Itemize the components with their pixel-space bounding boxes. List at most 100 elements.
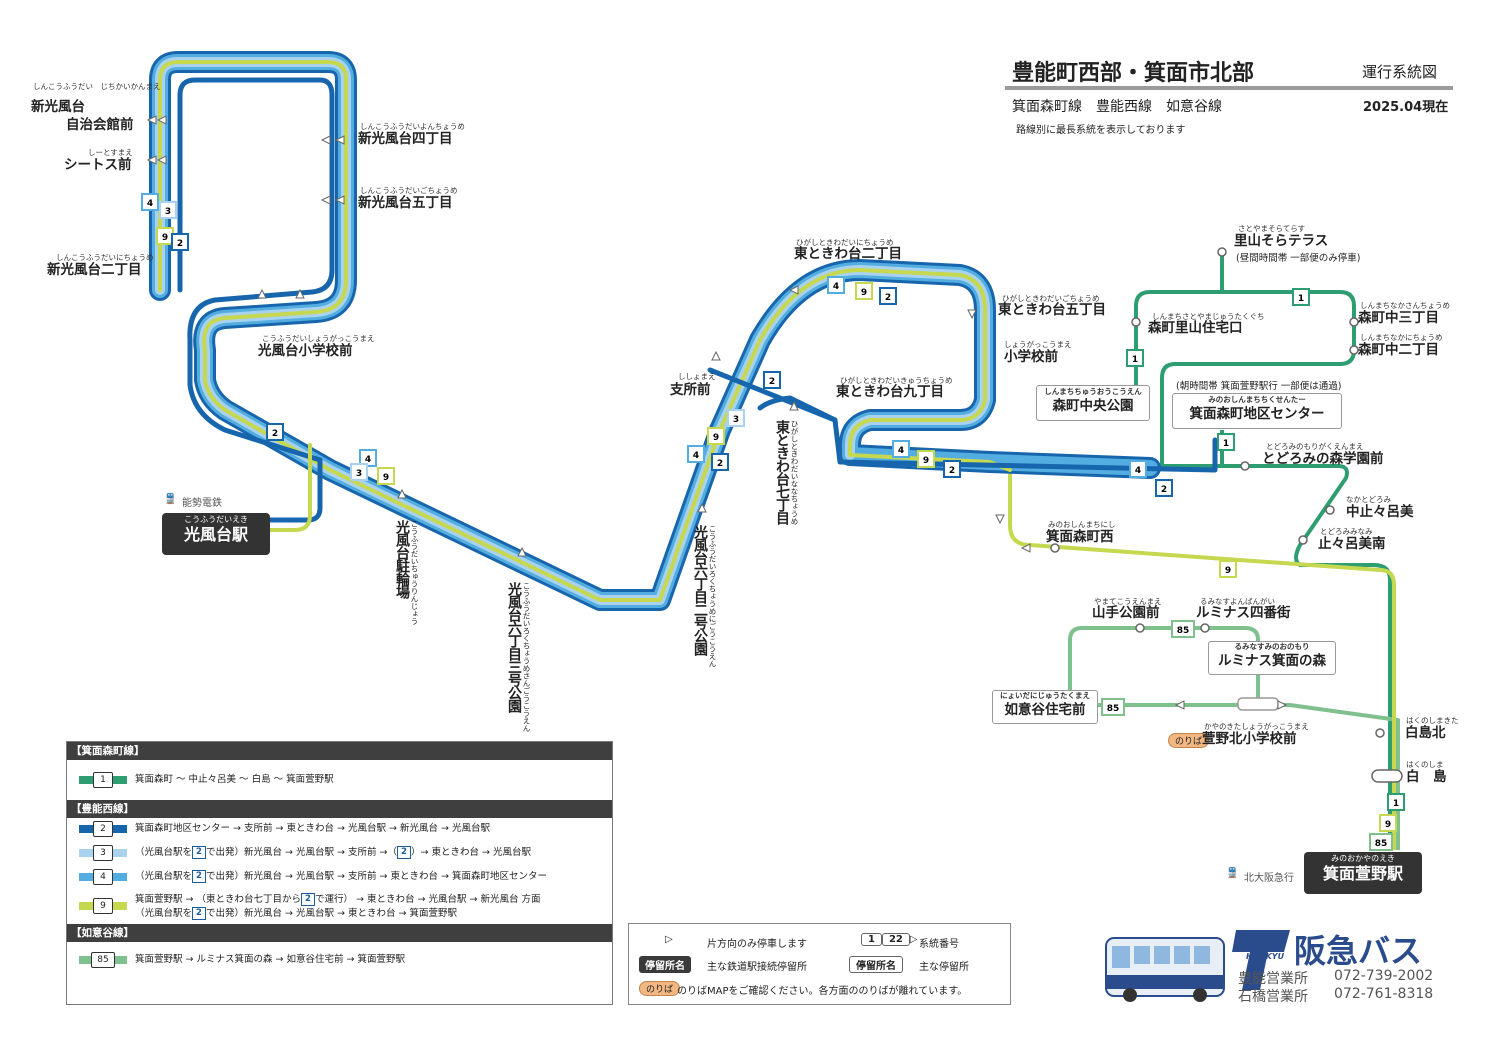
stop-chuokoen[interactable]: しんまちちゅうおうこうえん 森町中央公園: [1036, 385, 1150, 421]
header-rule: [1005, 86, 1453, 90]
stop-ruby: ししょまえ: [678, 372, 716, 381]
badge-2: 2: [171, 233, 189, 251]
stop-dot: [1135, 623, 1145, 633]
stop-ruby: こうふうだいろくちょうめにごうこうえん: [708, 525, 717, 668]
stop-ruby: しんまちなかさんちょうめ: [1360, 301, 1450, 310]
oneway-markers: [146, 115, 1288, 710]
logo-sub: HANKYU: [1246, 952, 1285, 961]
stop-dot: [1349, 345, 1359, 355]
key-dark-desc: 主な鉄道駅接続停留所: [707, 962, 807, 973]
badge-4: 4: [1129, 460, 1147, 478]
badge-2: 2: [266, 423, 284, 441]
legend-text: 箕面萱野駅 → ルミナス箕面の森 → 如意谷住宅前 → 箕面萱野駅: [135, 954, 405, 965]
svg-text:1: 1: [1132, 355, 1138, 365]
stop-yamate: 山手公園前: [1092, 605, 1160, 621]
stop-ruby: しーとすまえ: [88, 148, 133, 157]
legend-row-2: 2 箕面森町地区センター → 支所前 → 東ときわ台 → 光風台駅 → 新光風台…: [67, 818, 612, 840]
stop-satoyamajutaku: 森町里山住宅口: [1148, 320, 1243, 336]
svg-text:2: 2: [1161, 485, 1167, 495]
stop-ruby: かやのきたしょうがっこうまえ: [1204, 722, 1309, 731]
badge-1: 1: [1126, 349, 1144, 367]
noriba-badge[interactable]: のりば: [1168, 729, 1210, 748]
svg-text:3: 3: [165, 207, 171, 217]
station-kayano[interactable]: みのおかやのえき 箕面萱野駅: [1304, 852, 1422, 894]
stop-jichikai-1: 新光風台: [31, 99, 85, 115]
stop-niko: 光風台六丁目二号公園: [692, 525, 708, 655]
svg-text:85: 85: [1177, 626, 1190, 636]
badge-4: 4: [892, 440, 910, 458]
stop-tokiwa2: 東ときわ台二丁目: [794, 246, 902, 262]
legend-route-number: 85: [91, 952, 115, 968]
stop-morimachi3: 森町中三丁目: [1358, 310, 1439, 326]
badge-9: 9: [377, 467, 395, 485]
stop-shogakko: 光風台小学校前: [258, 343, 353, 359]
stop-nyoijutaku[interactable]: にょいだにじゅうたくまえ 如意谷住宅前: [992, 690, 1098, 724]
stop-kayanokita: 萱野北小学校前: [1202, 731, 1297, 747]
stop-todoromiminami: 止々呂美南: [1318, 536, 1386, 552]
stop-ruby: とどろみのもりがくえんまえ: [1266, 442, 1364, 451]
date-stamp: 2025.04現在: [1363, 100, 1449, 115]
hankyu-logo-mark: [1232, 930, 1290, 990]
stop-tokiwa7: 東ときわ台七丁目: [774, 420, 790, 524]
key-noriba-pill: のりば: [639, 981, 681, 996]
stop-nichome: 新光風台二丁目: [47, 262, 142, 278]
header-note: 路線別に最長系統を表示しております: [1016, 125, 1186, 136]
svg-text:9: 9: [162, 233, 168, 243]
stop-name: 森町中央公園: [1052, 398, 1134, 414]
legend-route-number: 9: [93, 898, 113, 914]
stop-tokiwa5: 東ときわ台五丁目: [998, 302, 1106, 318]
stop-ruby: しんこうふうだいよんちょうめ: [360, 122, 465, 131]
legend-row-85: 85 箕面萱野駅 → ルミナス箕面の森 → 如意谷住宅前 → 箕面萱野駅: [67, 942, 612, 978]
shirashima-marker: [1371, 769, 1403, 783]
stop-ruby: こうふうだいしょうがっこうまえ: [262, 334, 375, 343]
stop-morimachinishi: 箕面森町西: [1046, 529, 1114, 545]
stop-ruby: ひがしときわだいごちょうめ: [1002, 294, 1100, 303]
stop-ruby: しんこうふうだいにちょうめ: [56, 253, 154, 262]
stop-ruby: ひがしときわだいきゅうちょうめ: [840, 376, 953, 385]
office-name: 豊能営業所: [1238, 971, 1308, 987]
stop-center[interactable]: みのおしんまちちくせんたー 箕面森町地区センター: [1172, 393, 1342, 429]
stop-luminasmori[interactable]: るみなすみのおのもり ルミナス箕面の森: [1208, 641, 1336, 675]
svg-text:85: 85: [1375, 839, 1388, 849]
station-koufudai[interactable]: こうふうだいえき 光風台駅: [162, 513, 270, 555]
station-name: 光風台駅: [183, 525, 248, 544]
route-2-3-4-9-bands: [149, 51, 1218, 611]
station-ruby: みのおかやのえき: [1331, 854, 1395, 863]
stop-dot: [1375, 728, 1385, 738]
bus-illustration: [1105, 937, 1225, 1002]
badge-2: 2: [879, 287, 897, 305]
stop-ruby: しんまちちゅうおうこうえん: [1044, 387, 1142, 396]
station-name: 箕面萱野駅: [1322, 864, 1403, 883]
office-tel: 072-761-8318: [1334, 986, 1434, 1002]
stop-ruby: しんこうふうだい じちかいかんまえ: [33, 82, 161, 91]
legend-section-title: 【豊能西線】: [67, 800, 612, 818]
key-noriba-desc: のりばMAPをご確認ください。各方面ののりばが離れています。: [677, 986, 968, 997]
rail-icon: 🚆: [164, 494, 177, 505]
stop-ruby: こうふうだいちゅうりんじょう: [410, 520, 419, 625]
stop-morimachi2: 森町中二丁目: [1358, 342, 1439, 358]
svg-text:3: 3: [356, 469, 362, 479]
stop-satoyama: 里山そらテラス: [1234, 233, 1329, 249]
route-badges: 4 3 9 2 2 4 3 9 3 9 4 2 2 4 9 2 4 9 2 4 …: [141, 193, 1405, 851]
legend-panel: 【箕面森町線】 1 箕面森町 〜 中止々呂美 〜 白島 〜 箕面萱野駅 【豊能西…: [66, 741, 613, 1005]
svg-text:9: 9: [923, 456, 929, 466]
stop-markers: [1050, 247, 1385, 738]
stop-dot: [1050, 543, 1060, 553]
stop-luminas4: ルミナス四番街: [1196, 605, 1291, 621]
badge-4: 4: [687, 445, 705, 463]
stop-ruby: るみなすよんばんがい: [1200, 597, 1275, 606]
company-logo: 阪急バス: [1294, 932, 1423, 970]
key-light-pill: 停留所名: [849, 956, 903, 973]
stop-ruby: しんこうふうだいごちょうめ: [360, 186, 458, 195]
badge-3: 3: [350, 463, 368, 481]
stop-jichikai-2: 自治会館前: [66, 117, 134, 133]
stop-ruby: るみなすみのおのもり: [1234, 642, 1310, 651]
stop-name: 箕面森町地区センター: [1189, 406, 1325, 422]
rail-name: 能勢電鉄: [182, 498, 222, 509]
line-names: 箕面森町線 豊能西線 如意谷線: [1012, 99, 1222, 115]
stop-name: 如意谷住宅前: [1004, 702, 1086, 718]
stop-shirashima: 白 島: [1406, 769, 1447, 785]
stop-ruby: やまてこうえんまえ: [1094, 597, 1162, 606]
svg-text:2: 2: [717, 459, 723, 469]
